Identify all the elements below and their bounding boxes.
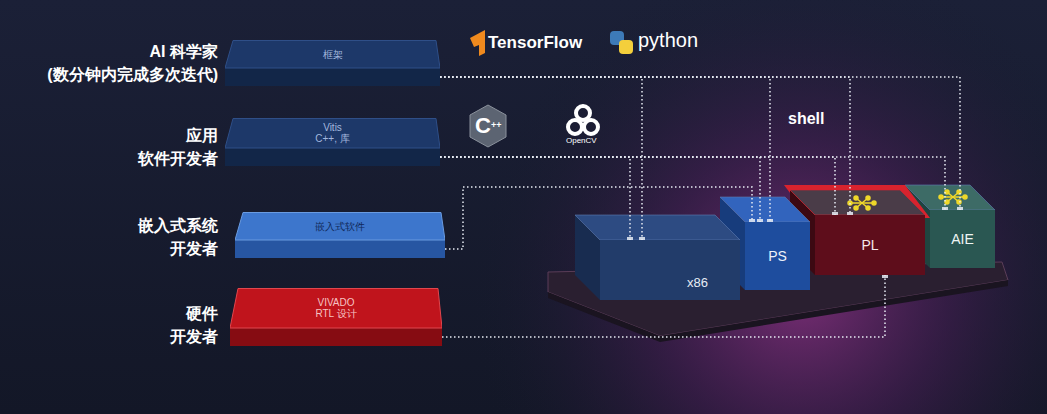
layer-slab: Vitis C++, 库 [225, 118, 440, 166]
role-label: 嵌入式系统 开发者 [138, 214, 218, 260]
slab-shape [235, 212, 445, 258]
role-label: 硬件 开发者 [170, 302, 218, 348]
dotted-connector [440, 77, 770, 222]
chip-block: PL [815, 215, 925, 275]
slab-top-face [230, 289, 442, 329]
block-top-face [790, 190, 925, 215]
block-label: AIE [951, 231, 974, 247]
slab-top-face [225, 119, 440, 149]
block-top-face [720, 197, 810, 222]
chip-block: x86 [600, 240, 740, 300]
logo-text: OpenCV [566, 136, 597, 145]
layer-text: 嵌入式软件 [315, 221, 365, 232]
layer-slab: VIVADO RTL 设计 [230, 288, 442, 346]
chip-block: AIE [930, 210, 995, 268]
block-label: PS [768, 248, 787, 264]
dotted-connector [440, 157, 760, 222]
chip-block: PS [745, 222, 810, 290]
layer-text: Vitis C++, 库 [313, 122, 353, 144]
opencv-logo [584, 120, 598, 134]
slab-front-face [225, 148, 440, 166]
slab-shape [225, 40, 440, 86]
dotted-connector [440, 77, 850, 215]
block-label: PL [861, 237, 878, 253]
layer-slab: 框架 [225, 40, 440, 86]
dotted-connector [440, 77, 960, 210]
dotted-connector [440, 77, 642, 240]
dotted-connector [440, 157, 945, 210]
dotted-connector [440, 157, 835, 215]
logo-text: python [638, 29, 698, 52]
ai-engine-icon [848, 196, 876, 210]
logo-text: ++ [491, 120, 502, 130]
layer-text: 框架 [323, 49, 343, 60]
layer-text: VIVADO RTL 设计 [310, 297, 362, 319]
slab-front-face [230, 328, 442, 346]
ai-engine-icon [939, 190, 967, 204]
opencv-logo [568, 120, 582, 134]
python-logo [619, 40, 633, 54]
opencv-logo [576, 106, 590, 120]
slab-front-face [225, 68, 440, 86]
slab-front-face [235, 240, 445, 258]
block-label: x86 [687, 275, 708, 290]
cpp-logo [470, 105, 506, 147]
role-label: AI 科学家 (数分钟内完成多次迭代) [47, 40, 218, 86]
block-top-face [575, 215, 740, 240]
dotted-connector [440, 157, 630, 240]
region-label: shell [788, 110, 824, 128]
slab-top-face [235, 213, 445, 241]
slab-top-face [225, 41, 440, 69]
logo-text: C [475, 113, 491, 139]
role-label: 应用 软件开发者 [138, 124, 218, 170]
tensorflow-logo [470, 30, 485, 56]
layer-slab: 嵌入式软件 [235, 212, 445, 258]
logo-text: TensorFlow [488, 33, 582, 53]
